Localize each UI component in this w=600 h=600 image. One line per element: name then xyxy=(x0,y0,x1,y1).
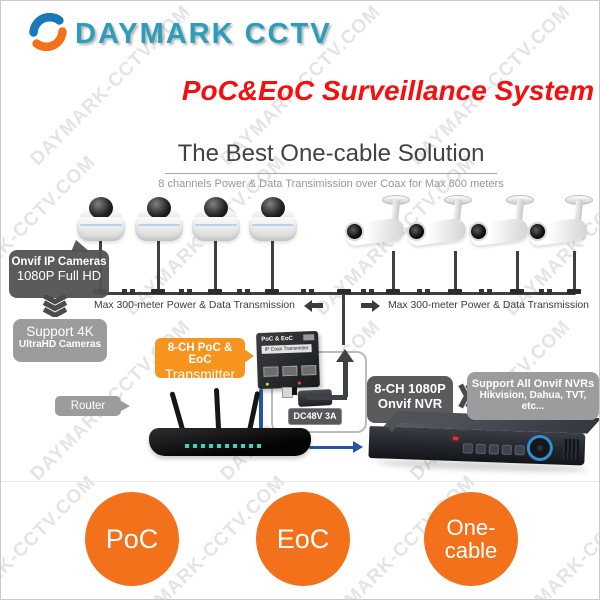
bus-connector xyxy=(301,289,314,295)
router-antenna xyxy=(169,391,186,433)
feature-circle-eoc: EoC xyxy=(256,492,350,586)
dome-camera-1 xyxy=(75,197,127,245)
solution-heading: The Best One-cable Solution xyxy=(177,140,485,167)
bus-tee xyxy=(386,289,400,294)
camera-info-bubble: Onvif IP Cameras 1080P Full HD xyxy=(9,240,109,298)
router-body xyxy=(149,428,311,456)
device-title: PoC & EoC xyxy=(261,335,294,343)
camera-drop-cable xyxy=(392,251,395,293)
bus-tee xyxy=(448,289,462,294)
solution-subheading: 8 channels Power & Data Transimission ov… xyxy=(158,178,504,190)
brand-logo-icon xyxy=(29,13,67,51)
nvr-bubble: 8-CH 1080P Onvif NVR xyxy=(367,376,453,433)
camera-drop-cable xyxy=(454,251,457,293)
bullet-camera-2 xyxy=(406,195,474,255)
power-plug xyxy=(292,387,297,395)
camera-drop-cable xyxy=(516,251,519,293)
transmission-label-left: Max 300-meter Power & Data Transmission xyxy=(94,300,295,311)
device-led-green xyxy=(265,382,269,386)
feature-label-line2: cable xyxy=(444,538,498,563)
bus-connector xyxy=(122,289,135,295)
bus-connector xyxy=(361,289,374,295)
up-arrow-icon xyxy=(336,349,354,362)
dome-camera-2 xyxy=(133,197,185,245)
camera-drop-cable xyxy=(157,241,160,293)
bubble-tail xyxy=(121,401,130,411)
bus-connector xyxy=(179,289,192,295)
heading-underline xyxy=(165,173,497,174)
transmitter-bubble: 8-CH PoC & EoC Transmitter xyxy=(155,338,254,382)
dome-camera-4 xyxy=(247,197,299,245)
power-flow-arrow xyxy=(307,395,347,400)
nvr-support-line2: Hikvision, Dahua, TVT, etc... xyxy=(479,390,587,412)
camera-bubble-line2: 1080P Full HD xyxy=(16,268,102,283)
nvr-support-line1: Support All Onvif NVRs xyxy=(471,378,595,390)
bus-tee xyxy=(265,289,279,294)
device-label-chip xyxy=(303,334,315,341)
bus-tee xyxy=(208,289,222,294)
support-4k-badge: Support 4K UltraHD Cameras xyxy=(13,319,107,362)
feature-label-line1: One- xyxy=(446,514,496,540)
transmission-label-right: Max 300-meter Power & Data Transmission xyxy=(388,300,589,311)
device-ports xyxy=(263,365,317,377)
bus-tee xyxy=(151,289,165,294)
transmitter-bubble-line1: 8-CH PoC & EoC xyxy=(167,342,233,366)
device-led-red xyxy=(297,381,301,385)
down-chevrons-icon xyxy=(42,295,68,317)
bus-connector xyxy=(539,289,552,295)
device-subtitle: IP Coax Transmitter xyxy=(261,344,312,354)
lan-cable-to-nvr xyxy=(309,446,355,449)
bubble-tail xyxy=(385,421,399,433)
nvr-buttons xyxy=(462,443,525,456)
camera-drop-cable xyxy=(214,241,217,293)
center-drop-cable xyxy=(342,295,345,345)
bus-connector xyxy=(417,289,430,295)
support-4k-line1: Support 4K xyxy=(26,324,94,339)
router-label-bubble: Router xyxy=(55,396,121,416)
feature-circle-onecable: One- cable xyxy=(424,492,518,586)
arrow-right-icon xyxy=(361,299,381,312)
bus-connector xyxy=(237,289,250,295)
bus-connector xyxy=(479,289,492,295)
arrow-left-icon xyxy=(304,299,324,312)
power-flow-arrow xyxy=(343,361,348,397)
camera-bubble-line1: Onvif IP Cameras xyxy=(11,256,107,268)
brand-logo-text: DAYMARK CCTV xyxy=(75,18,332,50)
camera-drop-cable xyxy=(573,251,576,293)
feature-label: PoC xyxy=(105,523,159,554)
support-4k-line2: UltraHD Cameras xyxy=(18,339,102,350)
nvr-vents xyxy=(562,438,580,460)
bus-tee xyxy=(567,289,581,294)
transmitter-device: PoC & EoC IP Coax Transmitter xyxy=(256,330,320,390)
bullet-camera-3 xyxy=(468,195,536,255)
transmitter-bubble-line2: Transmitter xyxy=(164,366,236,382)
nvr-bubble-line1: 8-CH 1080P xyxy=(374,381,446,396)
bubble-tail xyxy=(71,240,90,252)
feature-circle-poc: PoC xyxy=(85,492,179,586)
main-title: PoC&EoC Surveillance System xyxy=(181,75,595,106)
lan-cable-transmitter xyxy=(259,389,263,437)
router-leds xyxy=(185,444,261,448)
bubble-tail xyxy=(244,349,254,363)
bullet-camera-1 xyxy=(344,195,412,255)
nvr-led xyxy=(453,436,459,441)
section-divider xyxy=(1,481,599,482)
dc-power-badge: DC48V 3A xyxy=(288,408,342,425)
cable-arrowhead-icon xyxy=(353,441,363,453)
nvr-jog-dial xyxy=(526,434,554,462)
bus-tee xyxy=(337,289,351,294)
bus-tee xyxy=(510,289,524,294)
dome-camera-3 xyxy=(190,197,242,245)
nvr-support-badge: Support All Onvif NVRs Hikvision, Dahua,… xyxy=(467,372,599,420)
bullet-camera-4 xyxy=(527,195,595,255)
camera-drop-cable xyxy=(271,241,274,293)
feature-label: EoC xyxy=(276,523,330,554)
router-antenna xyxy=(213,387,222,431)
nvr-bubble-line2: Onvif NVR xyxy=(377,396,443,411)
